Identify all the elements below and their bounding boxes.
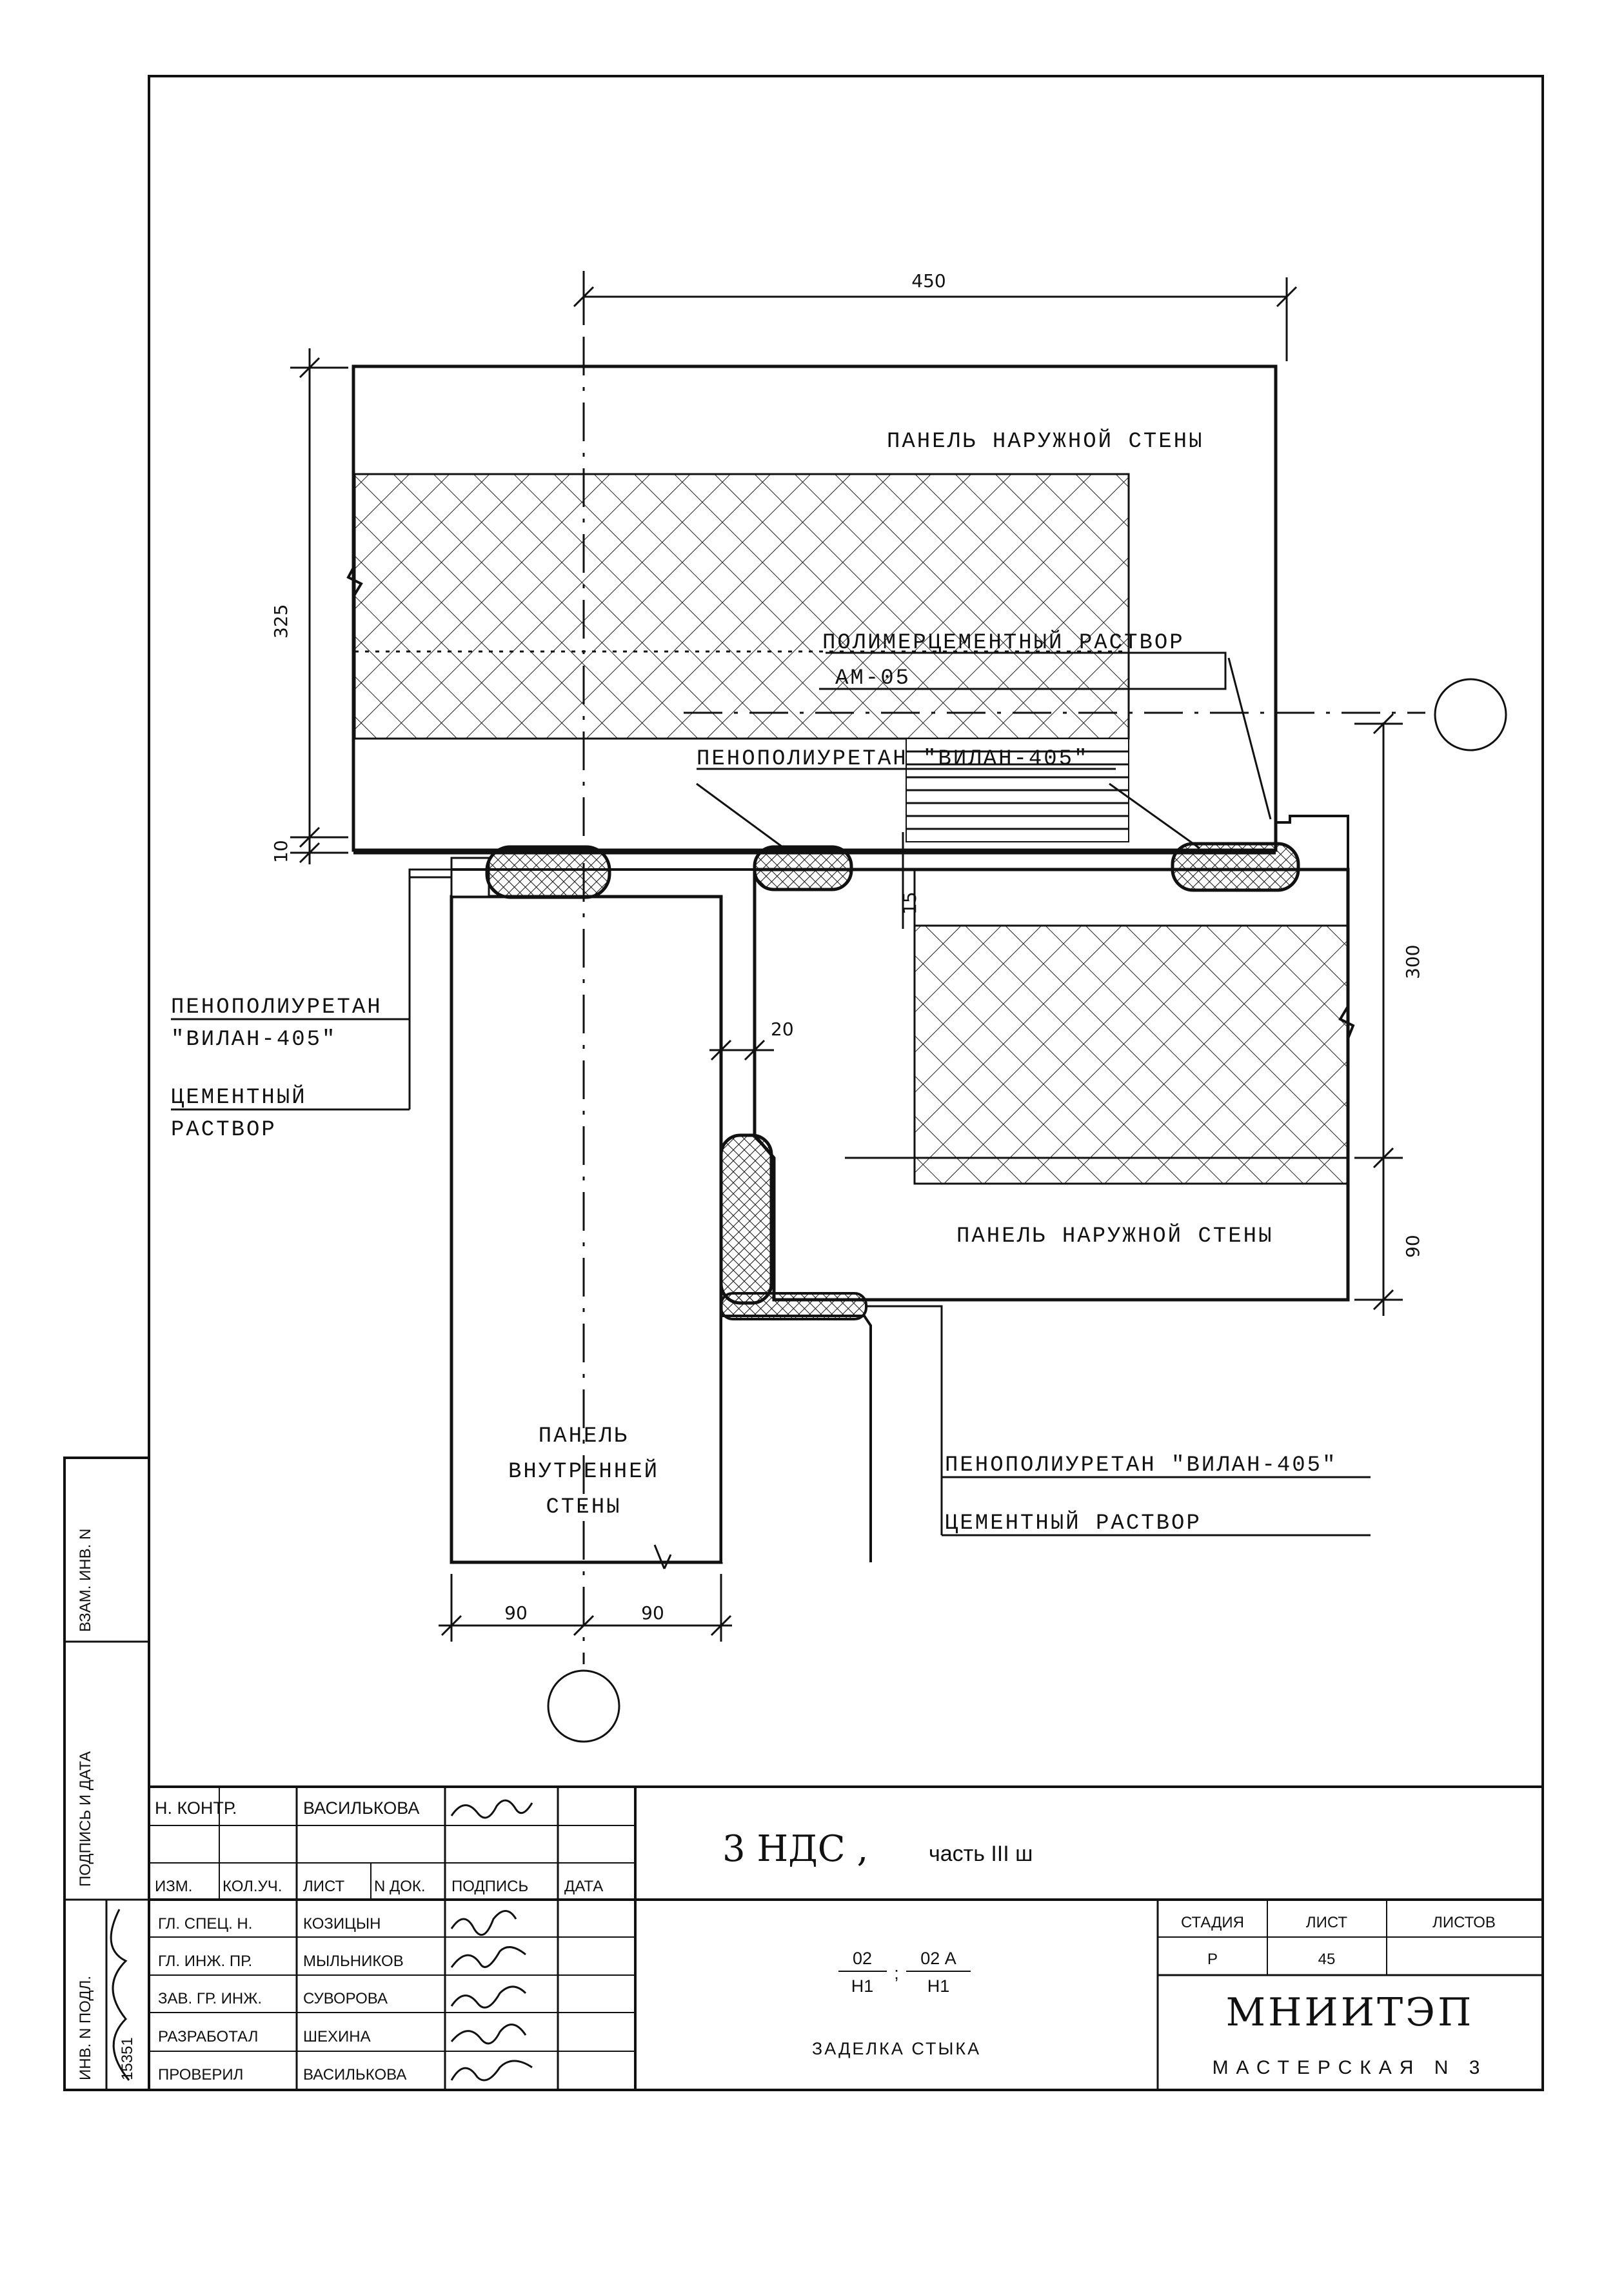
tb-frac1-num: 02 (853, 1949, 872, 1968)
label-right-foam: ПЕНОПОЛИУРЕТАН "ВИЛАН-405" (945, 1453, 1338, 1478)
tb-header-izm: ИЗМ. (155, 1878, 192, 1895)
tb-name-3: ШЕХИНА (303, 2028, 371, 2045)
tb-name-1: МЫЛЬНИКОВ (303, 1953, 404, 1970)
tb-sheets-label: ЛИСТОВ (1432, 1914, 1496, 1931)
label-polymer-mortar: ПОЛИМЕРЦЕМЕНТНЫЙ РАСТВОР (822, 630, 1185, 655)
tb-header-list: ЛИСТ (303, 1878, 345, 1895)
tb-stage-value: Р (1207, 1951, 1218, 1968)
label-inner-wall-1: ПАНЕЛЬ (539, 1424, 629, 1449)
tb-frac2-num: 02 А (920, 1949, 956, 1968)
stamp-inv: ИНВ. N ПОДЛ. (77, 1976, 94, 2080)
dim-bottom-right: 90 (641, 1602, 664, 1624)
stamp-podpis: ПОДПИСЬ И ДАТА (77, 1751, 94, 1887)
dim-gap: 20 (771, 1019, 794, 1040)
tb-project-main: 3 НДС , (722, 1828, 868, 1870)
tb-sheet-label: ЛИСТ (1306, 1914, 1348, 1931)
label-right-cement: ЦЕМЕНТНЫЙ РАСТВОР (945, 1511, 1202, 1536)
tb-role-3: РАЗРАБОТАЛ (158, 2028, 258, 2045)
label-inner-wall-3: СТЕНЫ (546, 1495, 621, 1520)
tb-header-ndok: N ДОК. (374, 1878, 426, 1895)
title-block (149, 1785, 1543, 2090)
tb-project-part: часть III ш (929, 1842, 1033, 1866)
dim-right-small: 90 (1402, 1235, 1423, 1258)
tb-header-podpis: ПОДПИСЬ (451, 1878, 528, 1895)
dim-mid-small: 15 (899, 891, 920, 915)
axis-marker-right (1434, 678, 1507, 751)
top-outer-panel (346, 364, 1278, 852)
tb-n-kontr-role: Н. КОНТР. (155, 1798, 237, 1818)
tb-name-4: ВАСИЛЬКОВА (303, 2066, 406, 2083)
dim-bottom-left: 90 (504, 1602, 528, 1624)
tb-role-2: ЗАВ. ГР. ИНЖ. (158, 1990, 262, 2007)
tb-frac2-den: Н1 (927, 1976, 950, 1996)
tb-name-2: СУВОРОВА (303, 1990, 388, 2007)
tb-org: МНИИТЭП (1226, 1990, 1474, 2035)
side-stamp: ВЗАМ. ИНВ. N ПОДПИСЬ И ДАТА ИНВ. N ПОДЛ.… (63, 1457, 150, 2091)
tb-frac-sep: ; (894, 1964, 899, 1983)
dimension-lines (290, 277, 1403, 1642)
label-left-foam-1: ПЕНОПОЛИУРЕТАН (171, 995, 382, 1020)
dim-left-height: 325 (270, 604, 292, 639)
tb-name-0: КОЗИЦЫН (303, 1915, 381, 1933)
inner-wall-panel (450, 857, 872, 1569)
tb-role-1: ГЛ. ИНЖ. ПР. (158, 1953, 252, 1970)
stamp-inv-value: 15351 (119, 2037, 136, 2080)
label-left-foam-2: "ВИЛАН-405" (171, 1028, 337, 1052)
dim-top-width: 450 (911, 270, 946, 292)
leader-lines (171, 651, 1371, 1536)
label-right-panel: ПАНЕЛЬ НАРУЖНОЙ СТЕНЫ (956, 1224, 1273, 1249)
sheet-frame (148, 75, 1544, 2091)
tb-role-0: ГЛ. СПЕЦ. Н. (158, 1915, 252, 1933)
tb-n-kontr-name: ВАСИЛЬКОВА (303, 1798, 419, 1818)
dim-right-height: 300 (1402, 945, 1423, 979)
tb-stage-label: СТАДИЯ (1181, 1914, 1244, 1931)
axis-marker-bottom (547, 1669, 620, 1743)
tb-sheet-title: ЗАДЕЛКА СТЫКА (812, 2039, 981, 2058)
dim-left-small: 10 (270, 840, 292, 863)
label-inner-wall-2: ВНУТРЕННЕЙ (508, 1459, 659, 1484)
axis-lines (547, 271, 1507, 1743)
right-outer-panel (753, 815, 1355, 1302)
tb-header-data: ДАТА (564, 1878, 603, 1895)
tb-frac1-den: Н1 (851, 1976, 874, 1996)
sealant-gaskets (485, 842, 1300, 1320)
label-foam-top: ПЕНОПОЛИУРЕТАН "ВИЛАН-405" (697, 747, 1089, 771)
label-top-panel: ПАНЕЛЬ НАРУЖНОЙ СТЕНЫ (887, 429, 1203, 454)
tb-header-kolych: КОЛ.УЧ. (223, 1878, 282, 1895)
tb-sheet-value: 45 (1318, 1951, 1336, 1968)
stamp-vzam: ВЗАМ. ИНВ. N (77, 1529, 94, 1632)
tb-role-4: ПРОВЕРИЛ (158, 2066, 243, 2083)
label-polymer-mortar-grade: АМ-05 (835, 666, 911, 691)
layered-block (906, 738, 1129, 842)
label-left-cement-1: ЦЕМЕНТНЫЙ (171, 1085, 307, 1110)
signatures (110, 1799, 533, 2082)
tb-workshop: МАСТЕРСКАЯ N 3 (1213, 2057, 1488, 2078)
label-left-cement-2: РАСТВОР (171, 1118, 277, 1142)
